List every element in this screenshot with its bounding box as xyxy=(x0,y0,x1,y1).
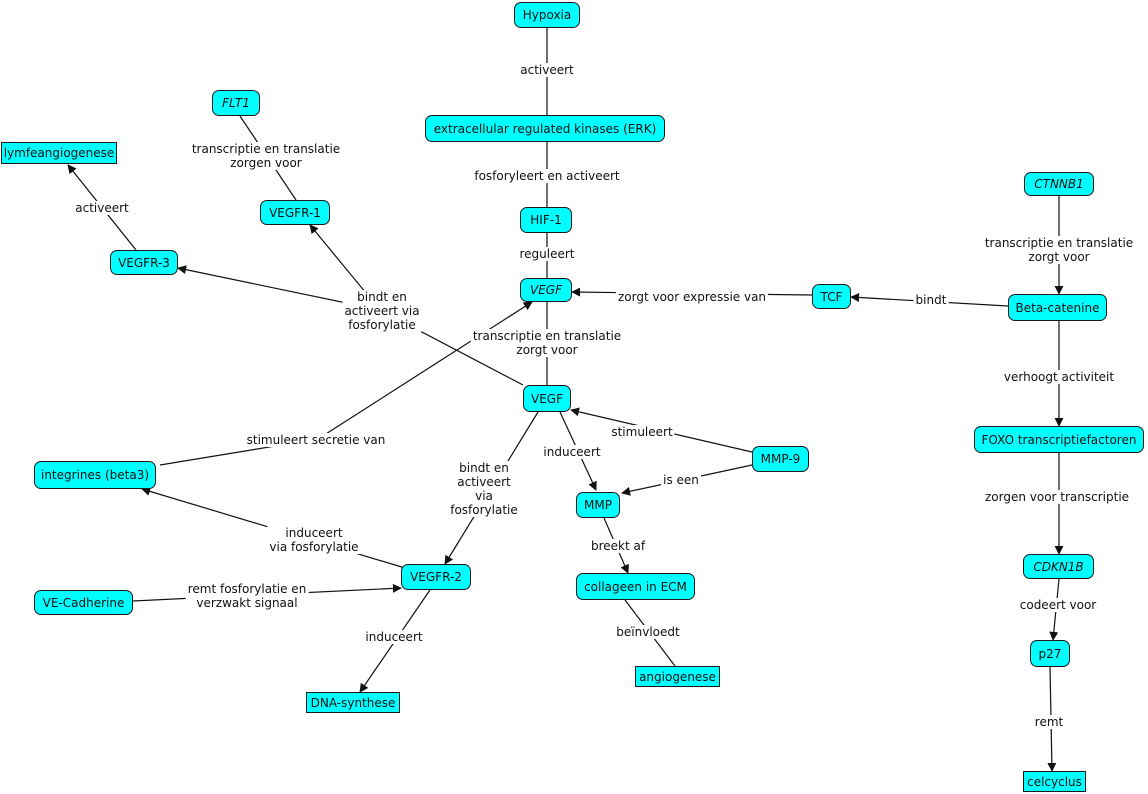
label-zorgen-transcriptie: zorgen voor transcriptie xyxy=(982,490,1132,504)
node-dna-synthese[interactable]: DNA-synthese xyxy=(306,692,400,713)
node-collageen[interactable]: collageen in ECM xyxy=(576,573,695,600)
label-bindt-activeert-2: bindt en activeert via fosforylatie xyxy=(448,461,520,517)
label-induceert-fosforylatie: induceert via fosforylatie xyxy=(267,526,361,554)
edge-secretie-vegfgene xyxy=(317,301,533,440)
node-flt1[interactable]: FLT1 xyxy=(212,90,260,116)
label-induceert-dna: induceert xyxy=(363,630,425,644)
node-angiogenese[interactable]: angiogenese xyxy=(635,666,720,687)
node-vegf-protein[interactable]: VEGF xyxy=(523,385,571,412)
label-stimuleert: stimuleert xyxy=(609,425,675,439)
node-foxo[interactable]: FOXO transcriptiefactoren xyxy=(974,426,1144,453)
label-is-een: is een xyxy=(661,473,701,487)
label-activeert-hypoxia: activeert xyxy=(518,63,576,77)
node-vegfr1[interactable]: VEGFR-1 xyxy=(260,200,330,225)
label-breekt-af: breekt af xyxy=(588,539,648,553)
label-transcriptie-vegf: transcriptie en translatie zorgt voor xyxy=(470,329,624,357)
node-vegfr2[interactable]: VEGFR-2 xyxy=(401,564,471,590)
node-lymfeangiogenese[interactable]: lymfeangiogenese xyxy=(1,142,117,164)
node-p27[interactable]: p27 xyxy=(1030,640,1070,667)
node-cdkn1b[interactable]: CDKN1B xyxy=(1023,554,1094,579)
node-hypoxia[interactable]: Hypoxia xyxy=(514,2,580,28)
label-codeert: codeert voor xyxy=(1017,598,1099,612)
label-beinvloedt: beïnvloedt xyxy=(614,625,682,639)
node-ctnnb1[interactable]: CTNNB1 xyxy=(1024,172,1094,196)
node-vegf-gene[interactable]: VEGF xyxy=(520,278,572,302)
node-mmp[interactable]: MMP xyxy=(576,492,620,518)
label-remt: remt xyxy=(1032,715,1066,729)
label-induceert-mmp: induceert xyxy=(541,445,603,459)
node-tcf[interactable]: TCF xyxy=(812,284,851,309)
label-stimuleert-secretie: stimuleert secretie van xyxy=(244,433,388,447)
node-erk[interactable]: extracellular regulated kinases (ERK) xyxy=(425,115,665,142)
node-integrines[interactable]: integrines (beta3) xyxy=(34,461,156,489)
label-transcriptie-flt1: transcriptie en translatie zorgen voor xyxy=(189,142,343,170)
label-remt-fosforylatie: remt fosforylatie en verzwakt signaal xyxy=(185,582,309,610)
label-transcriptie-ctnnb1: transcriptie en translatie zorgt voor xyxy=(982,236,1136,264)
node-ve-cadherine[interactable]: VE-Cadherine xyxy=(34,590,133,615)
node-hif1[interactable]: HIF-1 xyxy=(520,207,572,233)
node-mmp9[interactable]: MMP-9 xyxy=(752,446,809,472)
label-verhoogt: verhoogt activiteit xyxy=(1001,370,1117,384)
label-bindt: bindt xyxy=(913,293,949,307)
label-reguleert: reguleert xyxy=(517,247,577,261)
label-bindt-activeert-1: bindt en activeert via fosforylatie xyxy=(342,290,422,332)
label-activeert-lymf: activeert xyxy=(73,201,131,215)
label-zorgt-expressie: zorgt voor expressie van xyxy=(615,290,769,304)
node-celcyclus[interactable]: celcyclus xyxy=(1023,771,1086,792)
node-beta-catenine[interactable]: Beta-catenine xyxy=(1008,294,1107,321)
label-fosforyleert: fosforyleert en activeert xyxy=(472,169,622,183)
node-vegfr3[interactable]: VEGFR-3 xyxy=(110,250,178,275)
